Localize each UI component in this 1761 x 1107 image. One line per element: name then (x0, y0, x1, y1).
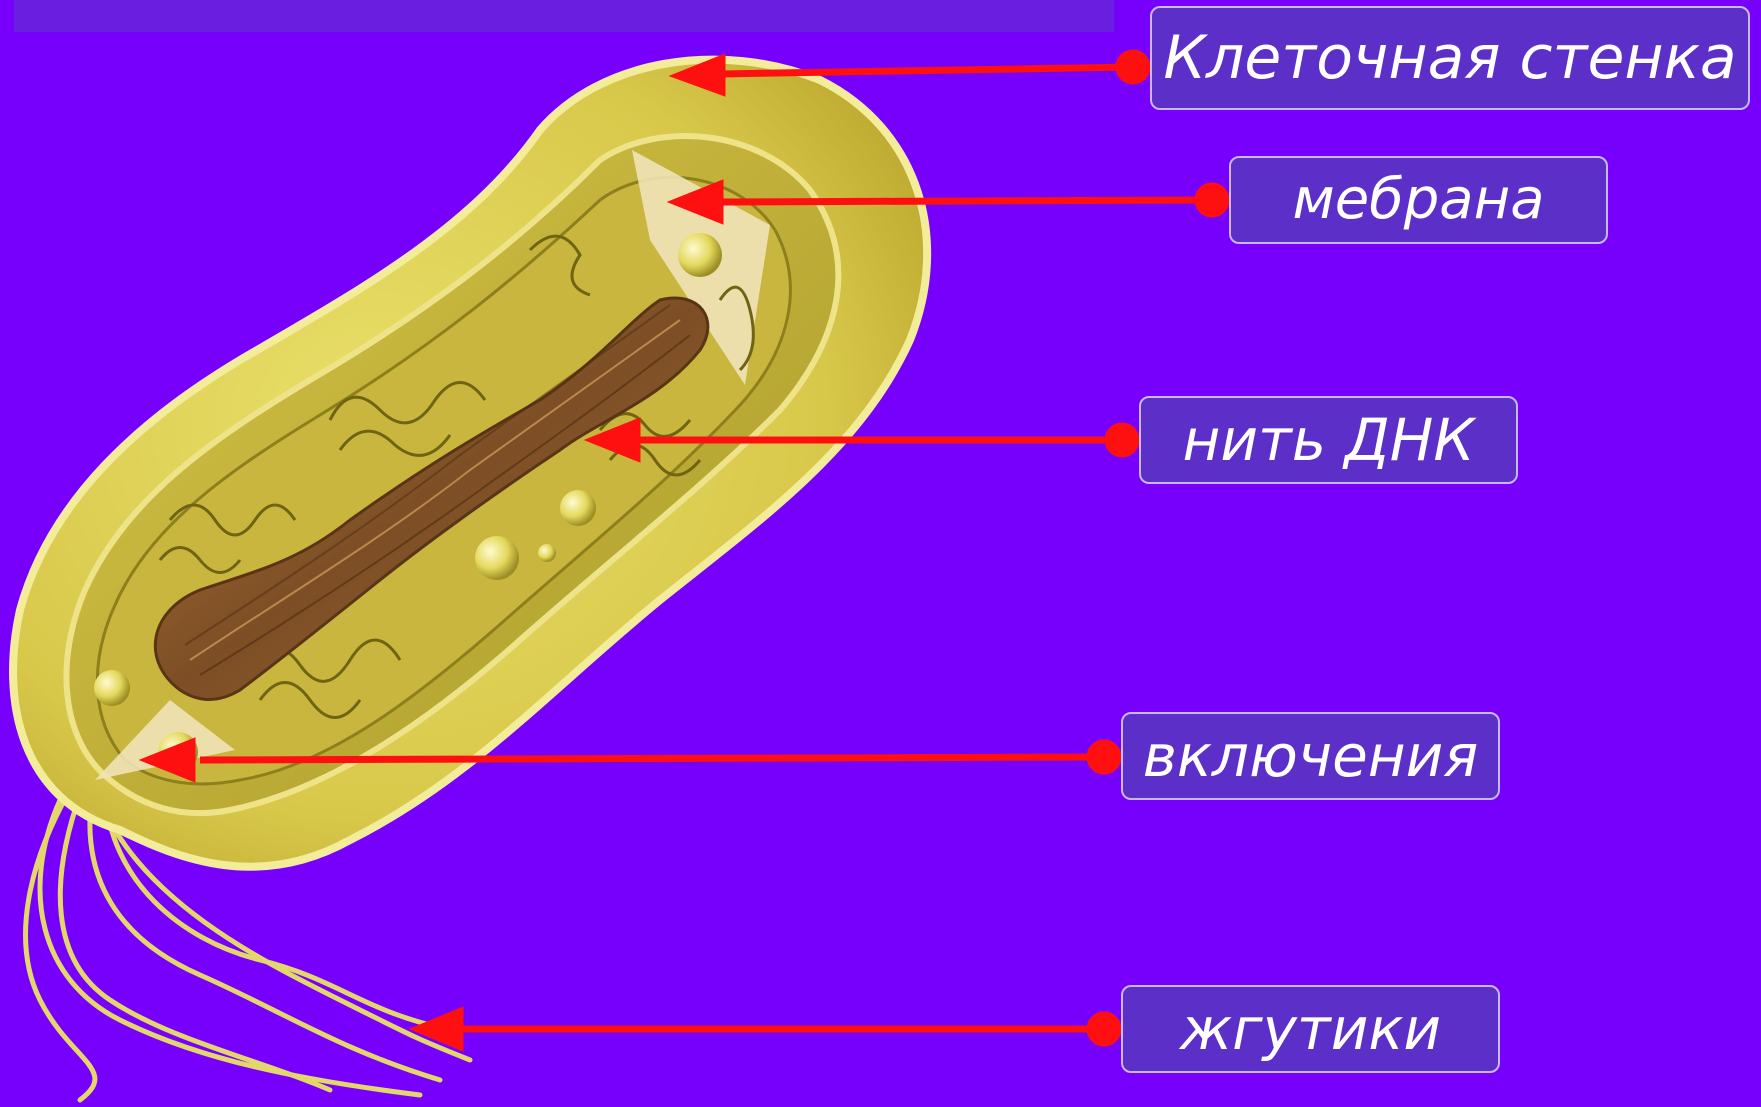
label-inclusions: включения (1121, 712, 1500, 800)
label-cell-wall: Клеточная стенка (1150, 6, 1750, 110)
label-flagella: жгутики (1121, 985, 1500, 1073)
label-membrane: мебрана (1229, 156, 1608, 244)
arrow-flagella (410, 1007, 1121, 1051)
label-dna: нить ДНК (1139, 396, 1518, 484)
